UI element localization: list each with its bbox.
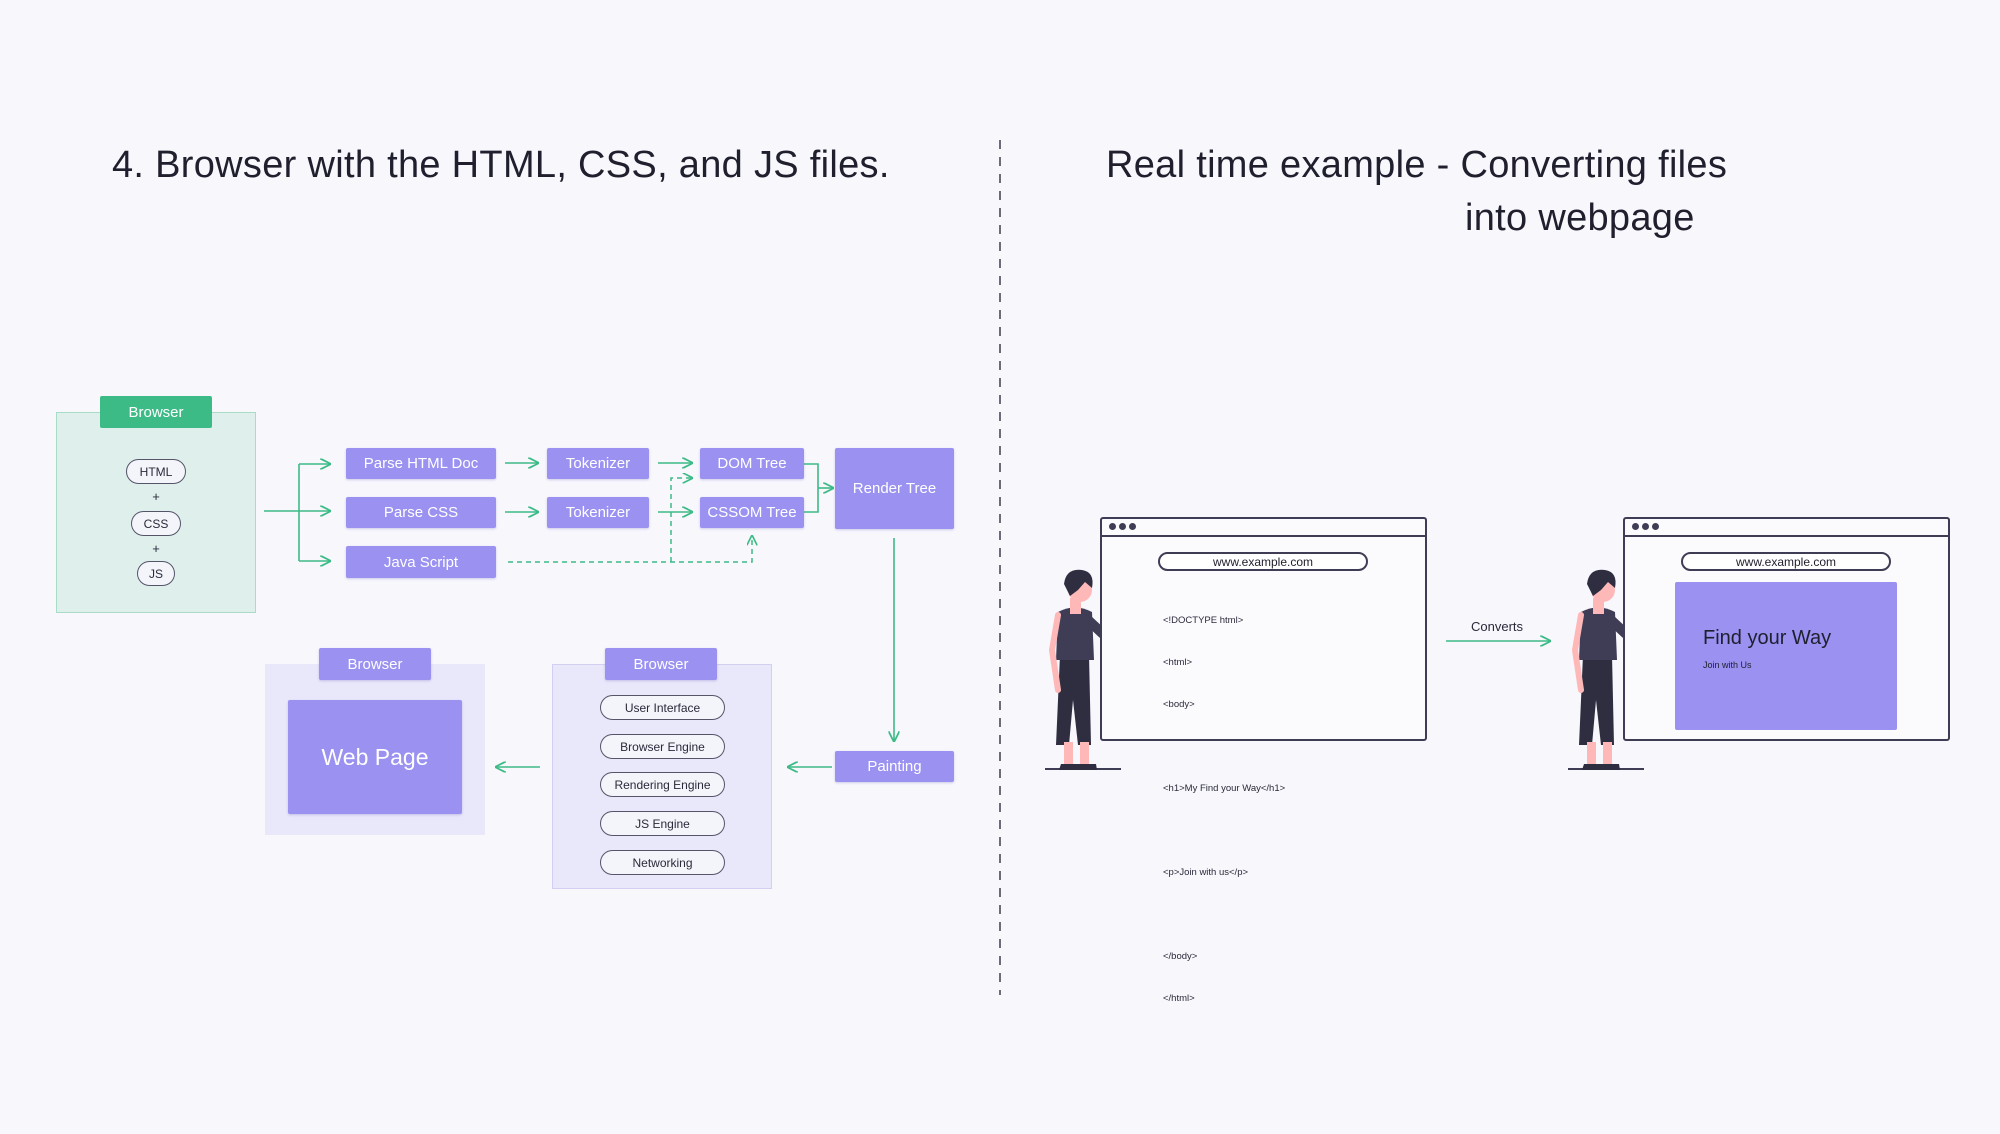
code-line: ​ [1163,908,1285,922]
component-rendering-engine: Rendering Engine [600,772,725,797]
parse-html-doc-box: Parse HTML Doc [346,448,496,479]
browser-input-tag: Browser [100,396,212,428]
plus-sign-2: + [152,541,160,556]
right-title-line-1: Real time example - Converting files [1106,144,1728,186]
window-dot-icon [1129,523,1136,530]
source-url-bar: www.example.com [1158,552,1368,571]
component-user-interface: User Interface [600,695,725,720]
rendered-window-titlebar [1625,519,1948,537]
component-browser-engine: Browser Engine [600,734,725,759]
painting-box: Painting [835,751,954,782]
plus-sign-1: + [152,489,160,504]
window-dot-icon [1109,523,1116,530]
tokenizer-box-1: Tokenizer [547,448,649,479]
window-dot-icon [1652,523,1659,530]
code-line: <!DOCTYPE html> [1163,615,1244,626]
code-line: </html> [1163,993,1195,1004]
code-line: ​ [1163,740,1285,754]
cssom-tree-box: CSSOM Tree [700,497,804,528]
rendered-url-bar: www.example.com [1681,552,1891,571]
rendered-page-area: Find your Way Join with Us [1675,582,1897,730]
code-line: <p>Join with us</p> [1163,867,1249,878]
converts-label: Converts [1471,619,1524,634]
window-dot-icon [1119,523,1126,530]
file-css-pill: CSS [131,511,181,536]
rendered-page-heading: Find your Way [1703,627,1832,649]
source-code-block: <!DOCTYPE html> <html> <body> ​ <h1>My F… [1163,586,1285,1034]
tokenizer-box-2: Tokenizer [547,497,649,528]
code-line: <h1>My Find your Way</h1> [1163,783,1286,794]
window-dot-icon [1642,523,1649,530]
browser-to-parsers-arrows [264,464,330,561]
code-line: <html> [1163,657,1193,668]
code-line: <body> [1163,699,1195,710]
file-js-pill: JS [137,561,175,586]
file-html-pill: HTML [126,459,186,484]
dom-tree-box: DOM Tree [700,448,804,479]
component-js-engine: JS Engine [600,811,725,836]
source-window-titlebar [1102,519,1425,537]
right-title-line-2: into webpage [1465,197,1695,239]
component-networking: Networking [600,850,725,875]
left-title: 4. Browser with the HTML, CSS, and JS fi… [112,144,890,186]
parse-css-box: Parse CSS [346,497,496,528]
java-script-box: Java Script [346,546,496,578]
code-line: ​ [1163,824,1285,838]
browser-components-tag: Browser [605,648,717,680]
browser-output-tag: Browser [319,648,431,680]
rendered-page-subtext: Join with Us [1703,660,1752,670]
window-dot-icon [1632,523,1639,530]
code-line: </body> [1163,951,1198,962]
web-page-box: Web Page [288,700,462,814]
render-tree-box: Render Tree [835,448,954,529]
